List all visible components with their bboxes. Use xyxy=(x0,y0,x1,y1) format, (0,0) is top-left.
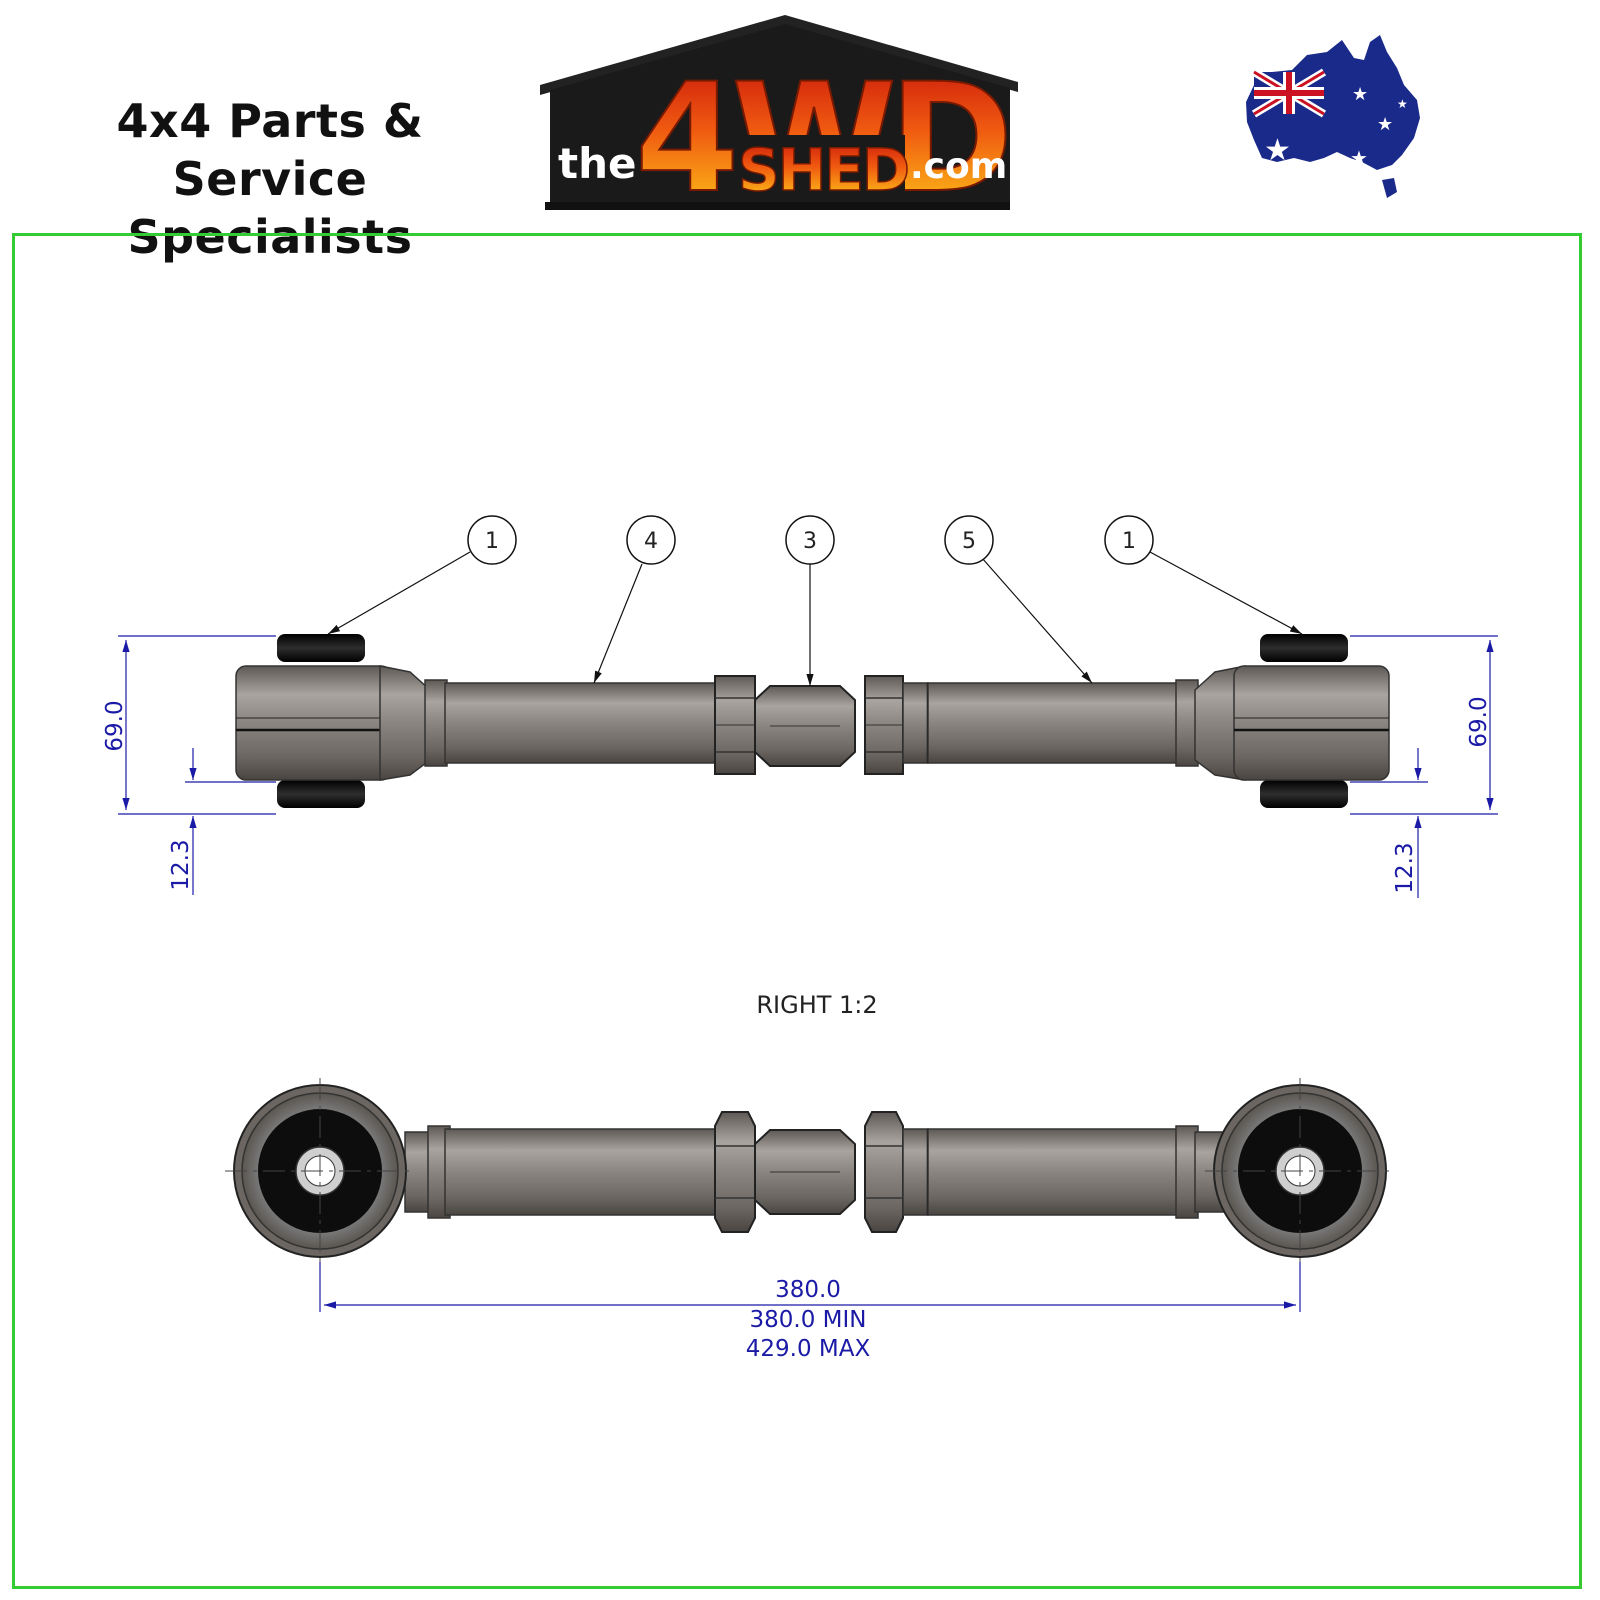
balloon-5: 5 xyxy=(944,515,1093,684)
left-bush-top xyxy=(277,634,365,662)
logo-the: the xyxy=(558,139,636,188)
dim-length-nominal: 380.0 xyxy=(775,1277,841,1303)
dim-height-left: 69.0 xyxy=(102,700,128,751)
balloon-1-right: 1 xyxy=(1104,515,1303,635)
svg-text:★: ★ xyxy=(1377,114,1393,135)
svg-text:1: 1 xyxy=(1122,529,1136,554)
right-eye-housing xyxy=(1233,665,1390,781)
svg-text:4: 4 xyxy=(644,529,658,554)
dimensions-top xyxy=(118,635,1498,898)
dim-height-right: 69.0 xyxy=(1466,696,1492,747)
svg-text:3: 3 xyxy=(803,529,817,554)
view-label: RIGHT 1:2 xyxy=(756,991,877,1019)
dim-offset-right: 12.3 xyxy=(1392,842,1418,893)
the-4wd-shed-logo: the 4WD SHED .com xyxy=(540,15,1018,215)
left-bush-bottom xyxy=(277,780,365,808)
logo-com: .com xyxy=(910,146,1007,187)
tagline-line1: 4x4 Parts & Service xyxy=(116,94,424,206)
logo-shed: SHED xyxy=(738,136,908,204)
left-eye-side xyxy=(225,1078,415,1262)
balloon-4: 4 xyxy=(593,515,676,684)
right-bush-bottom xyxy=(1260,780,1348,808)
dim-length-min: 380.0 MIN xyxy=(750,1307,867,1333)
svg-text:★: ★ xyxy=(1397,97,1408,111)
svg-text:★: ★ xyxy=(1352,84,1368,105)
svg-text:5: 5 xyxy=(962,529,976,554)
svg-text:★: ★ xyxy=(1264,133,1291,168)
left-tube xyxy=(444,682,716,764)
balloon-1-left: 1 xyxy=(327,515,517,635)
balloon-callouts: 1 4 3 5 1 xyxy=(327,515,1303,686)
dim-offset-left: 12.3 xyxy=(168,839,194,890)
drawing-frame xyxy=(12,233,1582,1589)
side-view xyxy=(225,1078,1395,1262)
svg-text:★: ★ xyxy=(1350,146,1368,170)
right-eye-side xyxy=(1205,1078,1395,1262)
tagline-line2: Specialists xyxy=(127,210,413,264)
top-view xyxy=(235,634,1390,808)
svg-text:1: 1 xyxy=(485,529,499,554)
balloon-3: 3 xyxy=(785,515,835,686)
dim-length-max: 429.0 MAX xyxy=(746,1336,871,1362)
right-tube xyxy=(927,682,1179,764)
tagline: 4x4 Parts & Service Specialists xyxy=(20,92,520,266)
australia-map-flag-icon: ★ ★ ★ ★ ★ xyxy=(1246,35,1420,198)
dimension-length xyxy=(319,1262,1301,1312)
left-eye-housing xyxy=(235,665,392,781)
right-bush-top xyxy=(1260,634,1348,662)
